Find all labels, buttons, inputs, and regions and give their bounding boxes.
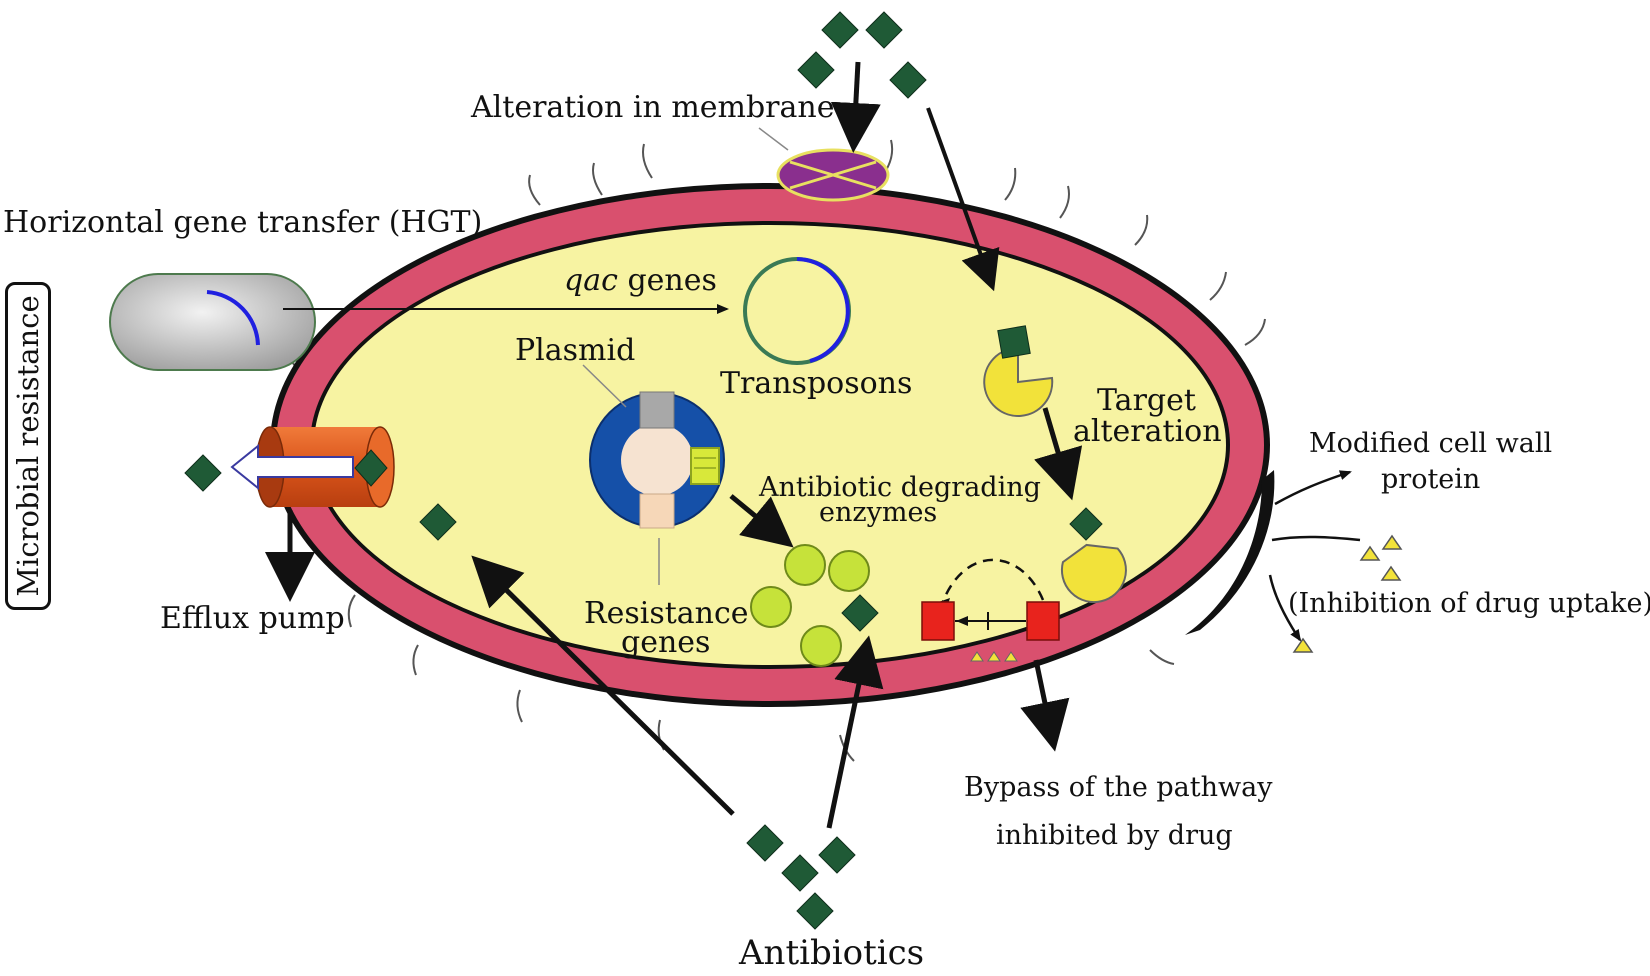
- uptake-arrows: [1268, 470, 1361, 642]
- label-resistance-genes-2: genes: [621, 625, 710, 660]
- arrow-plasmid-enzymes: [729, 494, 794, 548]
- antibiotic-diamond: [781, 854, 819, 892]
- label-alteration-membrane: Alteration in membrane: [470, 90, 834, 125]
- label-degrading-2: enzymes: [819, 497, 937, 528]
- enzyme-circle: [784, 544, 826, 586]
- antibiotic-cluster-top: [797, 11, 927, 99]
- enzyme-circle: [828, 550, 870, 592]
- membrane-alteration-patch: [776, 148, 890, 202]
- arrow-target: [926, 107, 1000, 292]
- bypass-pathway: [921, 558, 1060, 662]
- antibiotic-diamond: [841, 594, 879, 632]
- antibiotic-diamond: [419, 503, 457, 541]
- label-transposons: Transposons: [720, 366, 912, 401]
- efflux-pump: [230, 426, 395, 508]
- arrow-antibiotic-entry-right: [826, 635, 884, 829]
- arrow-target-alteration: [1034, 407, 1083, 501]
- antibiotic-diamond: [354, 449, 388, 487]
- label-inhibition-uptake: (Inhibition of drug uptake): [1288, 588, 1650, 619]
- modified-wall-region: [1185, 470, 1275, 635]
- plasmid-pointer-line: [582, 364, 627, 408]
- label-antibiotics: Antibiotics: [738, 933, 924, 971]
- label-qac-rest: genes: [618, 263, 717, 298]
- label-efflux-pump: Efflux pump: [160, 601, 345, 636]
- antibiotic-diamond: [746, 824, 784, 862]
- target-site-2: [1060, 507, 1127, 604]
- drug-triangles: [1292, 534, 1403, 653]
- membrane-pointer-line: [758, 127, 789, 151]
- antibiotic-diamond: [184, 454, 222, 492]
- cytoplasm: [314, 225, 1226, 665]
- antibiotic-diamond: [796, 892, 834, 930]
- plasmid: [589, 391, 725, 529]
- target-site-1: [983, 325, 1054, 417]
- label-target-alteration-1: Target: [1097, 383, 1196, 418]
- antibiotic-diamond: [797, 51, 835, 89]
- label-bypass-1: Bypass of the pathway: [964, 772, 1273, 803]
- label-hgt: Horizontal gene transfer (HGT): [3, 205, 482, 240]
- enzyme-circle: [750, 586, 792, 628]
- side-label-box: Microbial resistance: [5, 282, 51, 610]
- arrow-membrane: [830, 61, 881, 153]
- label-qac-italic: qac: [564, 263, 618, 298]
- label-degrading-1: Antibiotic degrading: [758, 472, 1041, 503]
- antibiotic-diamond: [889, 61, 927, 99]
- antibiotic-cluster-bottom: [746, 824, 856, 930]
- enzyme-circle: [800, 625, 842, 667]
- gene-fragment-icon: [206, 290, 260, 346]
- transposon-circle: [743, 257, 851, 365]
- label-modified-wall-2: protein: [1381, 464, 1480, 495]
- antibiotic-diamond: [1069, 507, 1103, 541]
- label-target-alteration-2: alteration: [1073, 414, 1222, 449]
- label-resistance-genes-1: Resistance: [584, 596, 749, 631]
- side-label: Microbial resistance: [11, 295, 45, 597]
- arrow-bypass: [1020, 659, 1070, 752]
- antibiotics-inside: [419, 503, 879, 632]
- label-plasmid: Plasmid: [515, 333, 635, 368]
- arrow-antibiotic-entry-left: [471, 555, 735, 816]
- antibiotic-diamond: [865, 11, 903, 49]
- label-bypass-2: inhibited by drug: [996, 820, 1233, 851]
- antibiotic-diamond: [818, 836, 856, 874]
- label-modified-wall-1: Modified cell wall: [1309, 428, 1552, 459]
- label-qac-genes: qac genes: [564, 263, 717, 298]
- antibiotic-diamond: [821, 11, 859, 49]
- degrading-enzymes: [750, 544, 870, 667]
- donor-cell: [109, 273, 316, 371]
